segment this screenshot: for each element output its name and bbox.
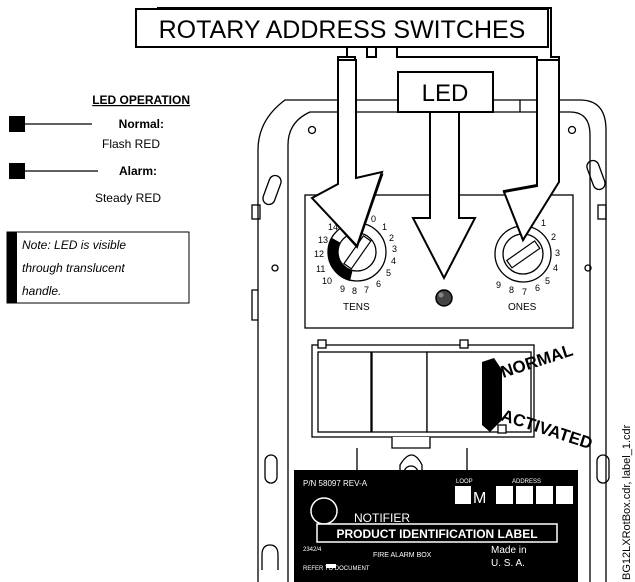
note-box: Note: LED is visible through translucent… [6, 231, 190, 304]
ones-digit: 8 [509, 285, 514, 295]
rotary-switches-callout-box [135, 8, 549, 48]
led-callout-text: LED [422, 80, 469, 107]
tens-digit: 11 [316, 264, 325, 274]
address-box [496, 486, 513, 504]
made-in-line1: Made in [491, 545, 527, 556]
alarm-description: Steady RED [95, 191, 161, 205]
doc-code: 2342/4 [303, 547, 322, 553]
pull-handle-housing [311, 339, 535, 491]
address-box [516, 486, 533, 504]
tens-label: TENS [343, 302, 370, 313]
note-line: handle. [22, 284, 61, 298]
refer-document: REFER TO DOCUMENT [303, 566, 370, 572]
loop-letter: M [473, 490, 486, 507]
address-box [556, 486, 573, 504]
tens-digit: 6 [376, 279, 381, 289]
ones-label: ONES [508, 302, 537, 313]
ones-digit: 3 [555, 248, 560, 258]
tens-digit: 4 [391, 256, 396, 266]
part-number: P/N 58097 REV-A [303, 479, 368, 488]
alarm-led-swatch [9, 163, 25, 179]
address-box [536, 486, 553, 504]
ones-digit: 6 [535, 283, 540, 293]
ones-digit: 1 [541, 218, 546, 228]
normal-led-swatch [9, 116, 25, 132]
led-callout-box [397, 71, 494, 113]
tens-digit: 0 [371, 214, 376, 224]
note-line: through translucent [22, 261, 125, 275]
tens-digit: 2 [389, 233, 394, 243]
tens-digit: 13 [318, 235, 328, 245]
switch-callout-heads [310, 59, 560, 248]
made-in-line2: U. S. A. [491, 558, 525, 569]
ones-digit: 5 [545, 276, 550, 286]
alarm-label: Alarm: [119, 164, 157, 178]
tens-digit: 3 [392, 244, 397, 254]
tens-digit: 14 [328, 222, 338, 232]
ones-digit: 2 [551, 232, 556, 242]
label-title-frame [316, 523, 558, 543]
ones-digit: 9 [496, 280, 501, 290]
normal-label: Normal: [119, 117, 164, 131]
file-caption: BG12LXRotBox.cdr, label_1.cdr [621, 424, 633, 580]
refer-marker [326, 564, 336, 568]
loop-box [455, 486, 471, 504]
tens-digit: 8 [352, 286, 357, 296]
ones-rotary-switch[interactable] [494, 225, 552, 283]
led-indicator [435, 289, 453, 307]
note-line: Note: LED is visible [22, 238, 126, 252]
ones-digit: 4 [553, 263, 558, 273]
ones-digit: 7 [522, 287, 527, 297]
tens-digit: 9 [340, 284, 345, 294]
normal-description: Flash RED [102, 137, 160, 151]
led-callout-arrow [411, 109, 477, 281]
tens-digit: 10 [322, 276, 332, 286]
rotary-switches-callout-text: ROTARY ADDRESS SWITCHES [159, 16, 526, 44]
tens-dial-digits: 0 1 2 3 4 5 6 7 8 9 10 11 12 13 14 [314, 214, 397, 296]
tens-rotary-switch[interactable] [327, 222, 387, 282]
led-operation-title: LED OPERATION [92, 93, 190, 107]
loop-heading: LOOP [456, 479, 473, 485]
tens-digit: 1 [382, 222, 387, 232]
tens-digit: 5 [386, 268, 391, 278]
tens-digit: 7 [364, 285, 369, 295]
address-heading: ADDRESS [512, 479, 541, 485]
tens-digit: 12 [314, 249, 324, 259]
brand-name: NOTIFIER [354, 511, 410, 525]
pull-handle[interactable] [482, 358, 502, 432]
product-id-label: P/N 58097 REV-A NOTIFIER LOOP ADDRESS M … [294, 470, 578, 582]
label-title: PRODUCT IDENTIFICATION LABEL [336, 527, 537, 541]
product-name: FIRE ALARM BOX [373, 552, 432, 559]
